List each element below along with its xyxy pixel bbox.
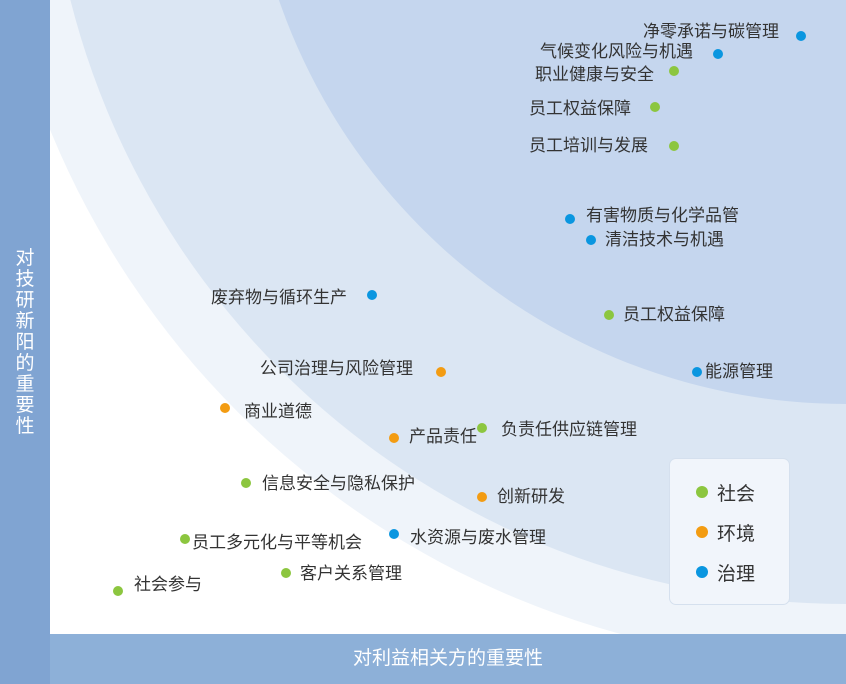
data-point-label: 能源管理 — [705, 362, 773, 382]
data-point-label: 社会参与 — [134, 575, 202, 595]
data-point-dot — [180, 534, 190, 544]
data-point-label: 废弃物与循环生产 — [211, 288, 347, 308]
data-point-dot — [281, 568, 291, 578]
data-point-dot — [565, 214, 575, 224]
legend: 社会 环境 治理 — [669, 458, 790, 605]
legend-label-governance: 治理 — [717, 562, 756, 585]
data-point-dot — [241, 478, 251, 488]
data-point-label: 员工权益保障 — [529, 99, 631, 119]
data-point-label: 公司治理与风险管理 — [260, 359, 413, 379]
data-point-dot — [692, 367, 702, 377]
data-point-dot — [389, 433, 399, 443]
data-point-label: 信息安全与隐私保护 — [262, 474, 415, 494]
data-point-label: 商业道德 — [244, 402, 312, 422]
data-point-label: 创新研发 — [497, 487, 565, 507]
data-point-dot — [389, 529, 399, 539]
data-point-label: 员工培训与发展 — [529, 136, 648, 156]
legend-dot-environment — [696, 526, 708, 538]
y-axis-label: 对技研新阳的重要性 — [15, 247, 35, 437]
data-point-label: 清洁技术与机遇 — [605, 230, 724, 250]
data-point-dot — [113, 586, 123, 596]
data-point-dot — [220, 403, 230, 413]
x-axis-band — [50, 634, 846, 684]
legend-item-social: 社会 — [696, 479, 755, 505]
data-point-dot — [650, 102, 660, 112]
data-point-dot — [669, 66, 679, 76]
x-axis-label: 对利益相关方的重要性 — [352, 647, 543, 669]
legend-label-environment: 环境 — [717, 522, 756, 545]
data-point-dot — [367, 290, 377, 300]
data-point-label: 员工多元化与平等机会 — [192, 533, 362, 553]
data-point-dot — [604, 310, 614, 320]
legend-item-environment: 环境 — [696, 519, 755, 545]
data-point-label: 员工权益保障 — [623, 305, 725, 325]
legend-dot-governance — [696, 566, 708, 578]
legend-item-governance: 治理 — [696, 559, 755, 585]
data-point-label: 职业健康与安全 — [535, 65, 654, 85]
legend-label-social: 社会 — [717, 482, 756, 505]
data-point-dot — [436, 367, 446, 377]
data-point-dot — [586, 235, 596, 245]
data-point-dot — [477, 492, 487, 502]
data-point-label: 气候变化风险与机遇 — [540, 42, 693, 62]
legend-dot-social — [696, 486, 708, 498]
data-point-label: 水资源与废水管理 — [410, 528, 546, 548]
data-point-label: 有害物质与化学品管 — [586, 206, 739, 226]
data-point-label: 产品责任 — [409, 427, 477, 447]
data-point-dot — [669, 141, 679, 151]
data-point-dot — [796, 31, 806, 41]
high-zone — [279, 0, 846, 404]
data-point-dot — [477, 423, 487, 433]
y-axis-band — [0, 0, 50, 684]
data-point-label: 净零承诺与碳管理 — [643, 22, 779, 42]
data-point-label: 客户关系管理 — [300, 564, 402, 584]
data-point-label: 负责任供应链管理 — [501, 420, 637, 440]
data-point-dot — [713, 49, 723, 59]
